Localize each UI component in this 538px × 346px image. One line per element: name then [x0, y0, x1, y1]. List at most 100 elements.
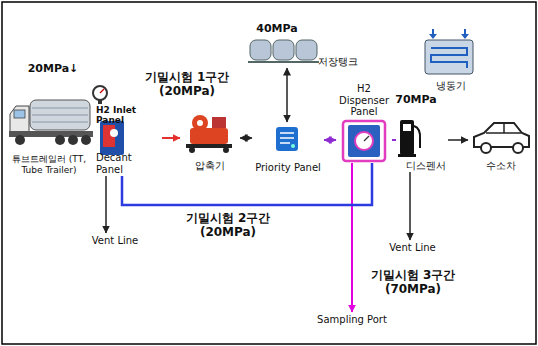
pressure-gauge-icon: [100, 89, 104, 93]
chiller: 냉동기: [415, 28, 487, 92]
pressure-label: 40MPa: [252, 22, 302, 35]
storage-tank-icon: [273, 40, 294, 60]
dispenser-pump-icon: [398, 154, 416, 157]
car-icon: [474, 123, 529, 153]
tube-trailer-icon: [30, 100, 90, 130]
pressure-label: 20MPa↓: [22, 62, 84, 75]
compressor: 압축기: [180, 114, 240, 172]
car-icon: [481, 143, 491, 153]
dispenser-panel: H2 Dispenser Panel: [336, 82, 392, 163]
sampling-port: Sampling Port: [312, 312, 392, 328]
priority-panel-icon: [280, 137, 294, 139]
pipe-connector: [286, 68, 288, 122]
compressor-icon: [192, 115, 208, 131]
pipe-connector: [324, 139, 336, 141]
test-section-label: 기밀시험 1구간 (20MPa): [135, 70, 239, 99]
tube-trailer-icon: [81, 135, 91, 145]
chiller-icon: [429, 34, 437, 39]
pipe-connector: [392, 139, 396, 141]
dispenser-panel-icon: [348, 125, 380, 157]
compressor-icon: [197, 120, 203, 126]
priority-panel-icon: [276, 127, 298, 151]
node-label: 수소차: [486, 160, 516, 172]
dispenser-panel-icon: [355, 132, 373, 150]
node-label: 디스펜서: [406, 160, 446, 172]
car-icon: [503, 123, 505, 133]
storage-tank: 저장탱크: [245, 36, 360, 68]
priority-panel: Priority Panel: [252, 122, 324, 174]
compressor-icon: [190, 128, 228, 144]
tube-trailer-icon: [32, 122, 88, 123]
chiller-icon: [431, 48, 467, 68]
storage-tank-icon: [250, 40, 271, 60]
pipe-connector: [351, 163, 353, 312]
chiller-icon: [425, 29, 473, 74]
storage-tank-icon: [248, 40, 319, 62]
chiller-icon: [461, 34, 469, 39]
test-section-label: 기밀시험 3구간 (70MPa): [355, 268, 471, 297]
tube-trailer-icon: [32, 115, 88, 116]
decant-panel: H2 Inlet PanelDecant Panel: [94, 104, 162, 176]
dispenser: 디스펜서: [396, 115, 448, 172]
pipe-connector: [122, 163, 372, 205]
node-label: Priority Panel: [255, 162, 321, 174]
node-label: Vent Line: [92, 235, 139, 247]
vent-line: Vent Line: [385, 240, 440, 256]
car-icon: [486, 132, 521, 134]
compressor-icon: [189, 147, 195, 153]
pipe-connector: [105, 176, 107, 233]
priority-panel-icon: [280, 142, 290, 144]
storage-tank-icon: [248, 61, 319, 63]
dispenser-pump-icon: [403, 124, 411, 131]
tube-trailer-icon: [10, 106, 29, 132]
storage-tank-icon: [296, 40, 317, 60]
node-label: 튜브트레일러 (TT, Tube Trailer): [6, 154, 92, 175]
tube-trailer-icon: [9, 100, 93, 145]
priority-panel-icon: [276, 127, 298, 151]
node-label: 저장탱크: [318, 56, 358, 68]
tube-trailer: 튜브트레일러 (TT, Tube Trailer): [4, 90, 94, 176]
vent-line: Vent Line: [85, 233, 145, 249]
tube-trailer-icon: [14, 110, 25, 118]
car-icon: [513, 143, 523, 153]
node-label: Sampling Port: [317, 314, 387, 326]
priority-panel-icon: [280, 132, 294, 134]
decant-panel-icon: [100, 121, 124, 155]
compressor-icon: [223, 147, 229, 153]
node-label: H2 Dispenser Panel: [338, 83, 390, 118]
node-label: H2 Inlet Panel: [96, 105, 160, 126]
pressure-gauge-icon: [93, 86, 107, 104]
chiller-icon: [425, 40, 473, 74]
dispenser-panel-icon: [364, 136, 369, 141]
compressor-icon: [212, 117, 226, 128]
tube-trailer-icon: [55, 135, 65, 145]
node-label: Decant Panel: [96, 152, 160, 175]
edge-label: 기밀시험 2구간 (20MPa): [170, 211, 286, 240]
dispenser-panel-icon: [343, 121, 385, 161]
decant-panel-icon: [110, 129, 118, 137]
pipe-connector: [162, 137, 180, 139]
tube-trailer-icon: [32, 108, 88, 109]
compressor-icon: [186, 115, 232, 153]
dispenser-pump-icon: [414, 126, 420, 148]
tube-trailer-icon: [15, 135, 25, 145]
dispenser-panel-icon: [343, 121, 385, 161]
hydrogen-car: 수소차: [468, 112, 534, 172]
node-label: 냉동기: [436, 80, 466, 92]
dispenser-pump-icon: [398, 120, 420, 157]
pressure-gauge-icon: [93, 86, 107, 100]
priority-panel-icon: [291, 144, 295, 148]
pipe-connector: [448, 139, 468, 141]
pressure-label: 70MPa: [392, 93, 440, 106]
decant-panel-icon: [100, 121, 124, 155]
node-label: 압축기: [195, 160, 225, 172]
dispenser-pump-icon: [400, 120, 414, 155]
pipe-connector: [240, 137, 252, 139]
node-label: Vent Line: [389, 242, 436, 254]
tube-trailer-icon: [68, 135, 78, 145]
pipe-connector: [409, 172, 411, 240]
